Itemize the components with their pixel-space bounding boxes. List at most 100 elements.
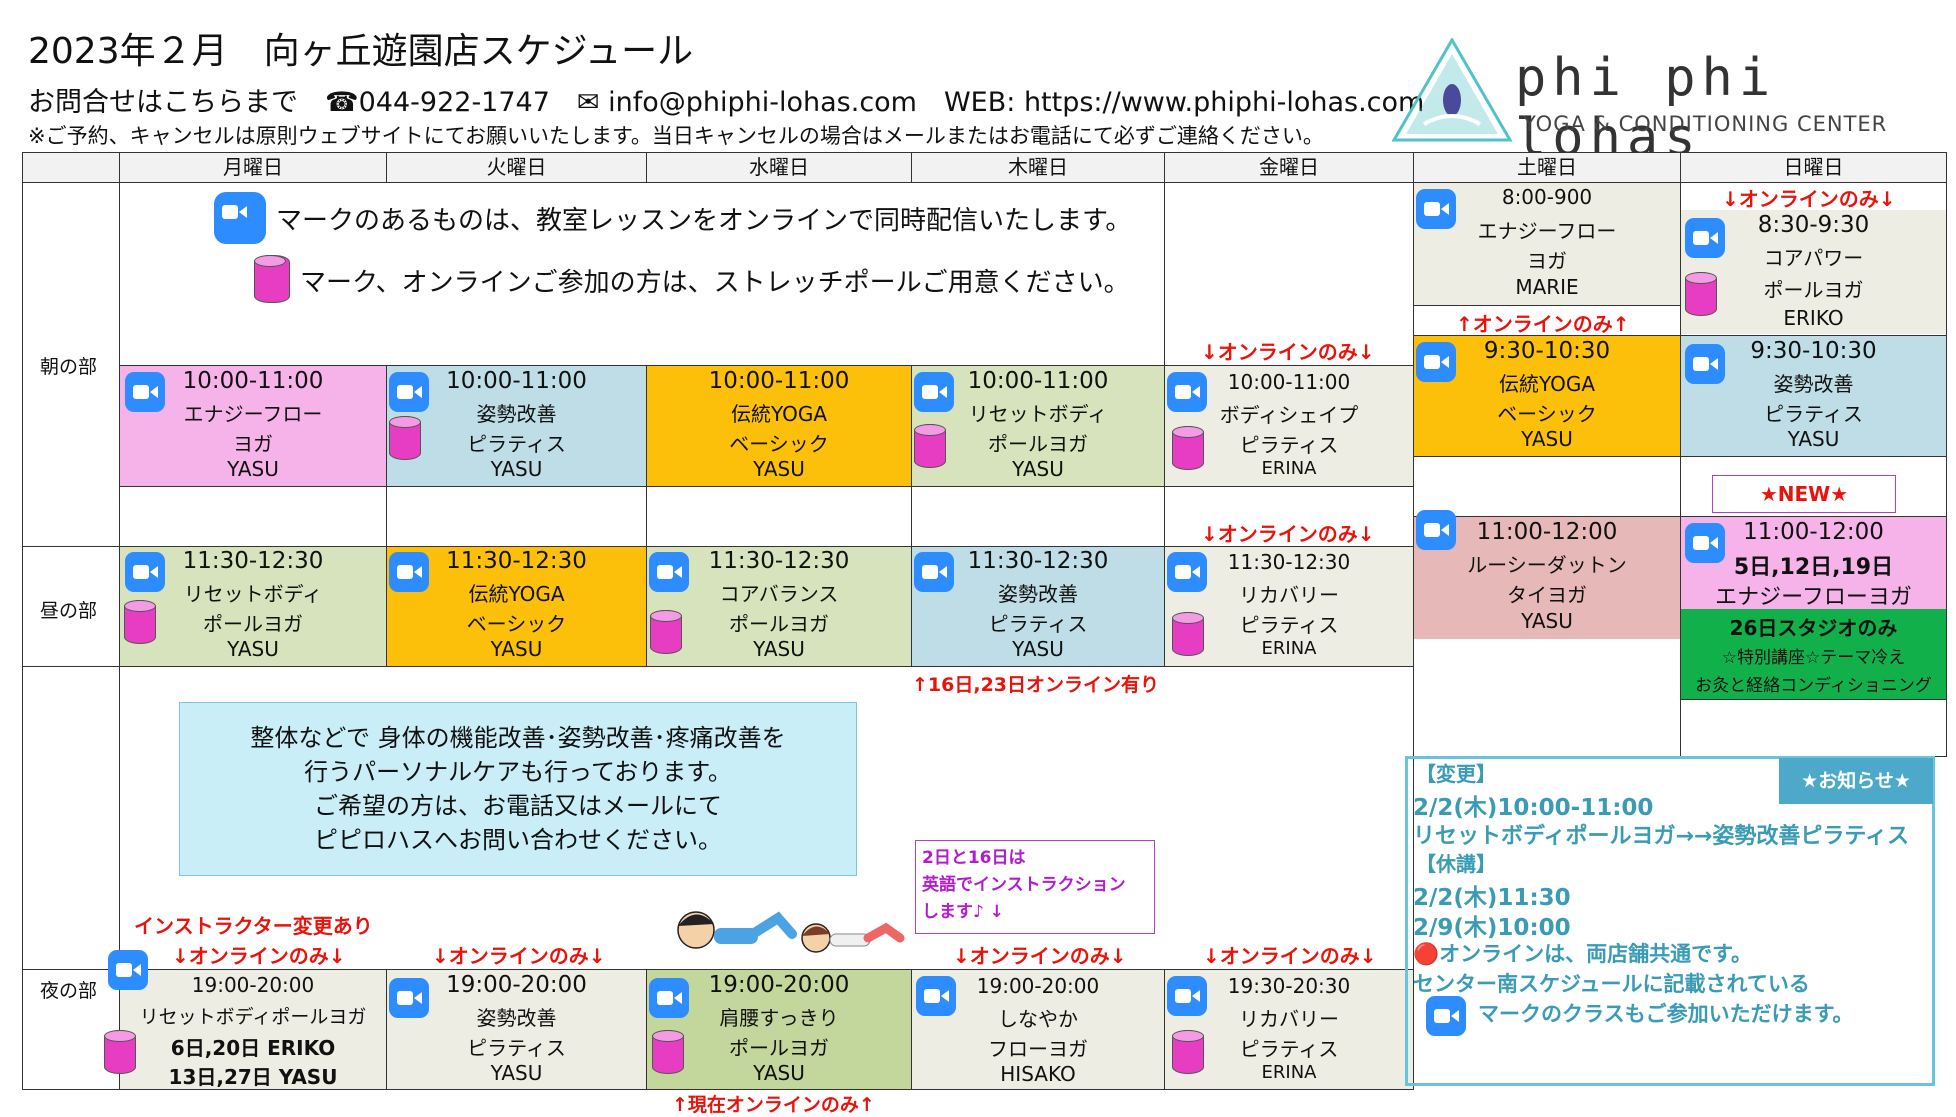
zoom-icon (1416, 342, 1456, 382)
announcement-line: リセットボディポールヨガ→→姿勢改善ピラティス (1413, 824, 1910, 849)
grid-line (646, 969, 647, 1089)
grid-line (1680, 152, 1681, 757)
grid-line (22, 182, 1947, 183)
grid-line (911, 365, 912, 666)
stretch-pole-icon (1172, 612, 1204, 656)
announcement-line: 2/2(木)10:00-11:00 (1413, 795, 1654, 821)
announcement-line: 2/9(木)10:00 (1413, 915, 1571, 941)
grid-line (386, 546, 387, 666)
english-instruction-note: 2日と16日は 英語でインストラクション します♪ ↓ (915, 840, 1155, 934)
online-only-up-note: ↑オンラインのみ↑ (1456, 312, 1630, 336)
yoga-lotus-triangle-icon (1392, 38, 1512, 142)
stretching-people-illustration (677, 911, 905, 953)
zoom-icon (1167, 372, 1207, 412)
zoom-icon (389, 552, 429, 592)
stretch-pole-icon (389, 416, 421, 460)
class-cell-sun-noon[interactable]: 11:00-12:00 5日,12日,19日 エナジーフローヨガ (1681, 517, 1946, 609)
class-cell-sun-am[interactable]: 9:30-10:30 姿勢改善 ピラティス YASU (1681, 336, 1946, 456)
class-cell-thu-pm[interactable]: 19:00-20:00 しなやか フローヨガ HISAKO (912, 970, 1164, 1090)
online-only-note: ↓オンラインのみ↓ (172, 944, 346, 968)
class-cell-tue-pm[interactable]: 19:00-20:00 姿勢改善 ピラティス YASU (387, 970, 646, 1090)
class-cell-sat-am[interactable]: 9:30-10:30 伝統YOGA ベーシック YASU (1414, 336, 1680, 456)
grid-line (22, 152, 23, 1089)
grid-line (1681, 699, 1946, 700)
currently-online-note: ↑現在オンラインのみ↑ (672, 1094, 875, 1116)
zoom-icon (1416, 510, 1456, 550)
contact-info: お問合せはこちらまで ☎044-922-1747 ✉ info@phiphi-l… (28, 87, 1425, 118)
class-cell-wed-pm[interactable]: 19:00-20:00 肩腰すっきり ポールヨガ YASU (647, 970, 911, 1090)
class-cell-fri-noon[interactable]: 11:30-12:30 リカバリー ピラティス ERINA (1165, 546, 1413, 666)
zoom-icon (1685, 523, 1725, 563)
online-only-note: ↓オンラインのみ↓ (1201, 340, 1375, 364)
grid-line (119, 365, 1414, 366)
grid-line (119, 486, 1414, 487)
grid-line (386, 365, 387, 546)
grid-line (911, 152, 912, 182)
day-header-fri: 金曜日 (1165, 152, 1413, 182)
zoom-icon (1167, 976, 1207, 1016)
announcement-box (1405, 756, 1935, 1086)
announcement-line: 🔴オンラインは、両店舗共通です。 (1413, 942, 1753, 966)
class-cell-sat-early[interactable]: 8:00-900 エナジーフロー ヨガ MARIE (1414, 183, 1680, 305)
grid-line (1164, 152, 1165, 666)
zoom-icon (914, 372, 954, 412)
grid-line (22, 546, 1414, 547)
stretch-pole-icon (104, 1030, 136, 1074)
grid-line (646, 152, 647, 182)
day-header-thu: 木曜日 (912, 152, 1164, 182)
class-cell-mon-pm[interactable]: 19:00-20:00 リセットボディポールヨガ 6日,20日 ERIKO 13… (120, 970, 386, 1090)
grid-line (22, 152, 1947, 153)
stretch-pole-icon (254, 255, 290, 303)
announcement-line: マークのクラスもご参加いただけます。 (1478, 1002, 1854, 1026)
grid-line (1946, 152, 1947, 757)
grid-line (22, 969, 1414, 970)
announcement-change-heading: 【変更】 (1416, 762, 1496, 786)
class-cell-sat-noon[interactable]: 11:00-12:00 ルーシーダットン タイヨガ YASU (1414, 517, 1680, 639)
zoom-icon (1685, 218, 1725, 258)
zoom-icon (214, 192, 266, 244)
zoom-icon (916, 976, 956, 1016)
stretch-pole-icon (1172, 426, 1204, 470)
legend-zoom-text: マークのあるものは、教室レッスンをオンラインで同時配信いたします。 (276, 206, 1132, 236)
zoom-icon (108, 950, 148, 990)
page-title: 2023年２月 向ヶ丘遊園店スケジュール (28, 31, 694, 72)
class-cell-sun-studio[interactable]: 26日スタジオのみ ☆特別講座☆テーマ冷え お灸と経絡コンディショニング (1681, 609, 1946, 699)
zoom-icon (1167, 552, 1207, 592)
announcement-line: 2/2(木)11:30 (1413, 885, 1571, 911)
stretch-pole-icon (650, 610, 682, 654)
day-header-wed: 水曜日 (647, 152, 911, 182)
online-only-note: ↓オンラインのみ↓ (432, 944, 606, 968)
booking-notice: ※ご予約、キャンセルは原則ウェブサイトにてお願いいたします。当日キャンセルの場合… (28, 124, 1324, 148)
zoom-icon (125, 372, 165, 412)
online-only-note: ↓オンラインのみ↓ (1203, 944, 1377, 968)
announcement-line: センター南スケジュールに記載されている (1413, 972, 1810, 996)
grid-line (386, 152, 387, 182)
class-cell-thu-noon[interactable]: 11:30-12:30 姿勢改善 ピラティス YASU (912, 546, 1164, 666)
stretch-pole-icon (652, 1030, 684, 1074)
grid-line (22, 1089, 1414, 1090)
announcement-badge: ★お知らせ★ (1779, 758, 1933, 804)
class-cell-wed-noon[interactable]: 11:30-12:30 コアバランス ポールヨガ YASU (647, 546, 911, 666)
grid-line (1413, 152, 1414, 1089)
grid-line (119, 152, 120, 1089)
class-cell-thu-am[interactable]: 10:00-11:00 リセットボディ ポールヨガ YASU (912, 366, 1164, 486)
period-label-morning: 朝の部 (40, 356, 98, 378)
class-cell-sun-early[interactable]: 8:30-9:30 コアパワー ポールヨガ ERIKO (1681, 210, 1946, 334)
class-cell-wed-am[interactable]: 10:00-11:00 伝統YOGA ベーシック YASU (647, 366, 911, 486)
legend-pole-text: マーク、オンラインご参加の方は、ストレッチポールご用意ください。 (300, 268, 1130, 298)
zoom-icon (125, 552, 165, 592)
class-cell-tue-noon[interactable]: 11:30-12:30 伝統YOGA ベーシック YASU (387, 546, 646, 666)
zoom-icon (389, 978, 429, 1018)
stretch-pole-icon (124, 600, 156, 644)
zoom-icon (1416, 189, 1456, 229)
day-header-mon: 月曜日 (120, 152, 386, 182)
zoom-icon (1426, 996, 1466, 1036)
class-cell-mon-noon[interactable]: 11:30-12:30 リセットボディ ポールヨガ YASU (120, 546, 386, 666)
stretch-pole-icon (914, 424, 946, 468)
class-cell-tue-am[interactable]: 10:00-11:00 姿勢改善 ピラティス YASU (387, 366, 646, 486)
day-header-tue: 火曜日 (387, 152, 646, 182)
stretch-pole-icon (1172, 1030, 1204, 1074)
online-only-note: ↓オンラインのみ↓ (953, 944, 1127, 968)
header-corner (23, 152, 119, 182)
grid-line (911, 969, 912, 1089)
